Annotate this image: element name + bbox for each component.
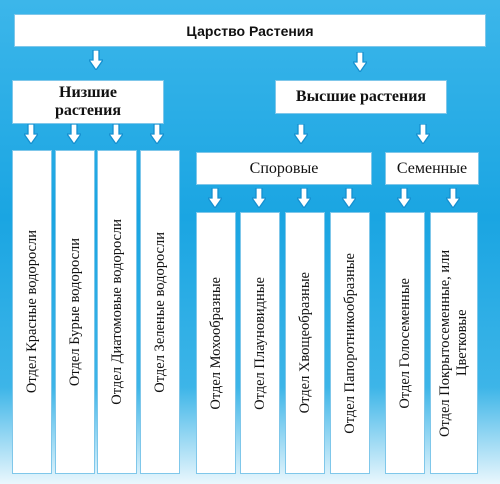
arrow-down-icon — [353, 52, 367, 72]
division-label: Отдел Диатомовые водоросли — [108, 219, 125, 405]
division-diatoms: Отдел Диатомовые водоросли — [97, 150, 137, 474]
division-label: Отдел Голосеменные — [396, 277, 413, 409]
division-label: Отдел Мохообразные — [207, 276, 224, 410]
spore-plants-box: Споровые — [196, 152, 372, 185]
lower-plants-label: Низшие растения — [54, 84, 122, 119]
division-gymnosperms: Отдел Голосеменные — [385, 212, 425, 474]
lower-plants-box: Низшие растения — [12, 80, 164, 124]
division-label: Отдел Хвощеобразные — [296, 272, 313, 414]
arrow-down-icon — [397, 188, 411, 208]
kingdom-box: Царство Растения — [14, 14, 486, 47]
division-label: Отдел Зеленые водоросли — [151, 231, 168, 393]
higher-plants-label: Высшие растения — [295, 88, 427, 105]
seed-plants-label: Семенные — [396, 159, 468, 177]
division-label: Отдел Плауновидные — [251, 276, 268, 410]
division-label: Отдел Бурые водоросли — [66, 237, 83, 387]
arrow-down-icon — [416, 124, 430, 144]
arrow-down-icon — [252, 188, 266, 208]
arrow-down-icon — [297, 188, 311, 208]
spore-plants-label: Споровые — [249, 159, 319, 177]
division-red-algae: Отдел Красные водоросли — [12, 150, 52, 474]
division-green-algae: Отдел Зеленые водоросли — [140, 150, 180, 474]
arrow-down-icon — [446, 188, 460, 208]
arrow-down-icon — [67, 124, 81, 144]
division-label: Отдел Покрытосеменные, или Цветковые — [437, 249, 470, 437]
arrow-down-icon — [150, 124, 164, 144]
higher-plants-box: Высшие растения — [275, 80, 447, 114]
division-ferns: Отдел Папоротникообразные — [330, 212, 370, 474]
division-horsetails: Отдел Хвощеобразные — [285, 212, 325, 474]
arrow-down-icon — [109, 124, 123, 144]
arrow-down-icon — [342, 188, 356, 208]
arrow-down-icon — [208, 188, 222, 208]
division-angiosperms: Отдел Покрытосеменные, или Цветковые — [430, 212, 478, 474]
division-brown-algae: Отдел Бурые водоросли — [55, 150, 95, 474]
arrow-down-icon — [24, 124, 38, 144]
division-label: Отдел Папоротникообразные — [341, 252, 358, 434]
division-lycopods: Отдел Плауновидные — [240, 212, 280, 474]
seed-plants-box: Семенные — [385, 152, 479, 185]
division-label: Отдел Красные водоросли — [23, 230, 40, 394]
arrow-down-icon — [89, 50, 103, 70]
arrow-down-icon — [294, 124, 308, 144]
kingdom-label: Царство Растения — [186, 22, 314, 39]
division-mosses: Отдел Мохообразные — [196, 212, 236, 474]
